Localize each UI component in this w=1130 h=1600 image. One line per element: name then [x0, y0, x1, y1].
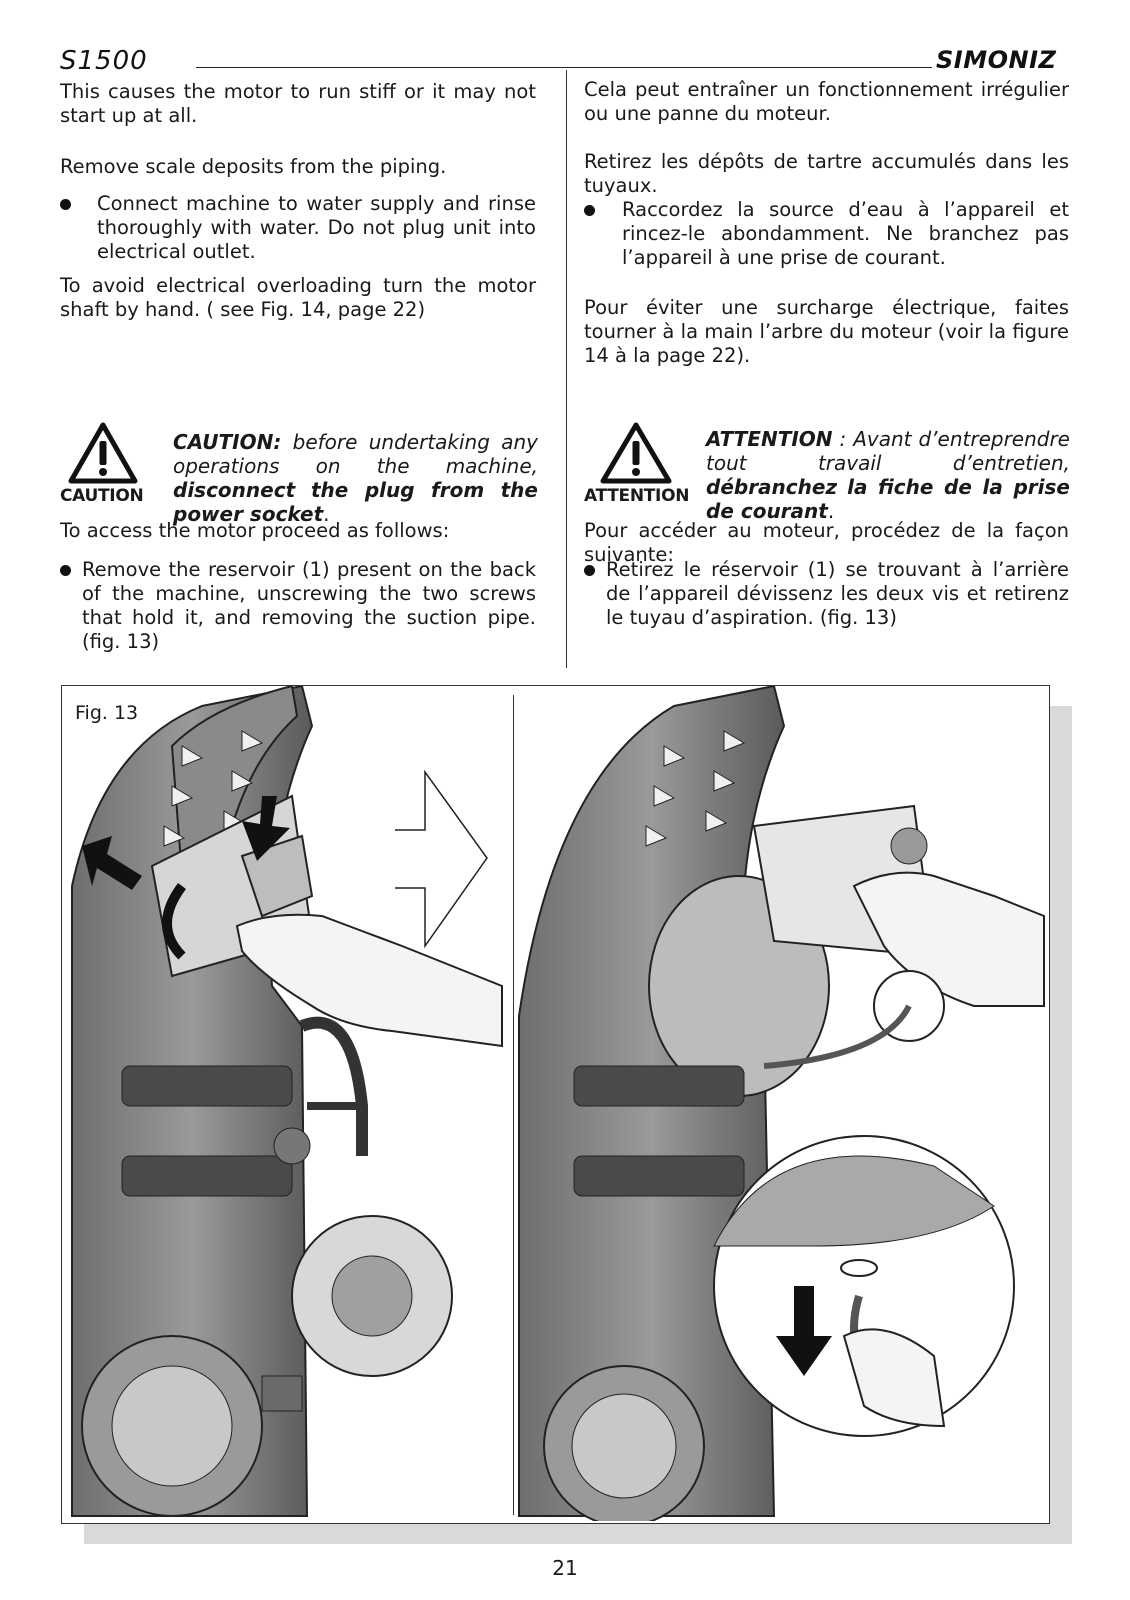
attention-lead: ATTENTION	[706, 427, 833, 451]
bullet-dot	[584, 205, 595, 216]
warning-triangle-icon	[600, 422, 672, 484]
caution-lead: CAUTION:	[173, 430, 282, 454]
column-divider	[566, 70, 567, 668]
step-arrow-icon	[395, 770, 488, 949]
caution-italic: before undertaking any operations on the…	[173, 430, 539, 478]
header-rule	[196, 67, 932, 68]
attention-italic: : Avant d’entreprendre tout travail d’en…	[706, 427, 1070, 475]
en-bullet-2: Remove the reservoir (1) present on the …	[60, 558, 536, 654]
figure-label: Fig. 13	[75, 702, 139, 724]
fr-bullet-2: Retirez le réservoir (1) se trouvant à l…	[584, 558, 1069, 630]
fr-paragraph-4: Pour accéder au moteur, procédez de la f…	[584, 519, 1069, 566]
fr-paragraph-1: Cela peut entraîner un fonctionnement ir…	[584, 78, 1069, 125]
en-bullet-1-text: Connect machine to water supply and rins…	[97, 192, 536, 263]
fr-bullet-1: Raccordez la source d’eau à l’appareil e…	[584, 198, 1069, 270]
en-caution-text: CAUTION: before undertaking any operatio…	[173, 430, 539, 526]
machine-reservoir-attached-illustration	[71, 686, 503, 1517]
en-paragraph-2: Remove scale deposits from the piping.	[60, 155, 447, 178]
fr-bullet-1-text: Raccordez la source d’eau à l’appareil e…	[622, 198, 1069, 269]
attention-bold-1: débranchez	[706, 475, 838, 499]
attention-bold-2: la fiche de la prise de courant	[706, 475, 1070, 523]
fr-bullet-2-text: Retirez le réservoir (1) se trouvant à l…	[606, 558, 1069, 629]
attention-label: ATTENTION	[584, 486, 690, 506]
en-paragraph-1: This causes the motor to run stiff or it…	[60, 80, 536, 127]
warning-triangle-icon	[68, 422, 138, 484]
en-paragraph-4: To access the motor proceed as follows:	[60, 519, 450, 542]
fr-attention-text: ATTENTION : Avant d’entreprendre tout tr…	[706, 427, 1070, 523]
model-logo: S1500	[60, 46, 148, 76]
caution-label: CAUTION	[60, 486, 144, 506]
brand-logo: SIMONIZ	[936, 46, 1057, 74]
figure-separator	[513, 695, 514, 1515]
fr-paragraph-3: Pour éviter une surcharge électrique, fa…	[584, 296, 1069, 367]
caution-bold-1: disconnect	[173, 478, 296, 502]
machine-reservoir-removed-illustration	[518, 686, 1045, 1521]
page-number: 21	[552, 1556, 578, 1580]
bullet-dot	[60, 565, 71, 576]
en-bullet-2-text: Remove the reservoir (1) present on the …	[82, 558, 536, 653]
bullet-dot	[584, 565, 595, 576]
fr-paragraph-2: Retirez les dépôts de tartre accumulés d…	[584, 150, 1069, 197]
caution-bold-2: the plug from the power socket	[173, 478, 538, 526]
bullet-dot	[60, 199, 71, 210]
en-paragraph-3: To avoid electrical overloading turn the…	[60, 274, 536, 321]
en-bullet-1: Connect machine to water supply and rins…	[60, 192, 536, 264]
